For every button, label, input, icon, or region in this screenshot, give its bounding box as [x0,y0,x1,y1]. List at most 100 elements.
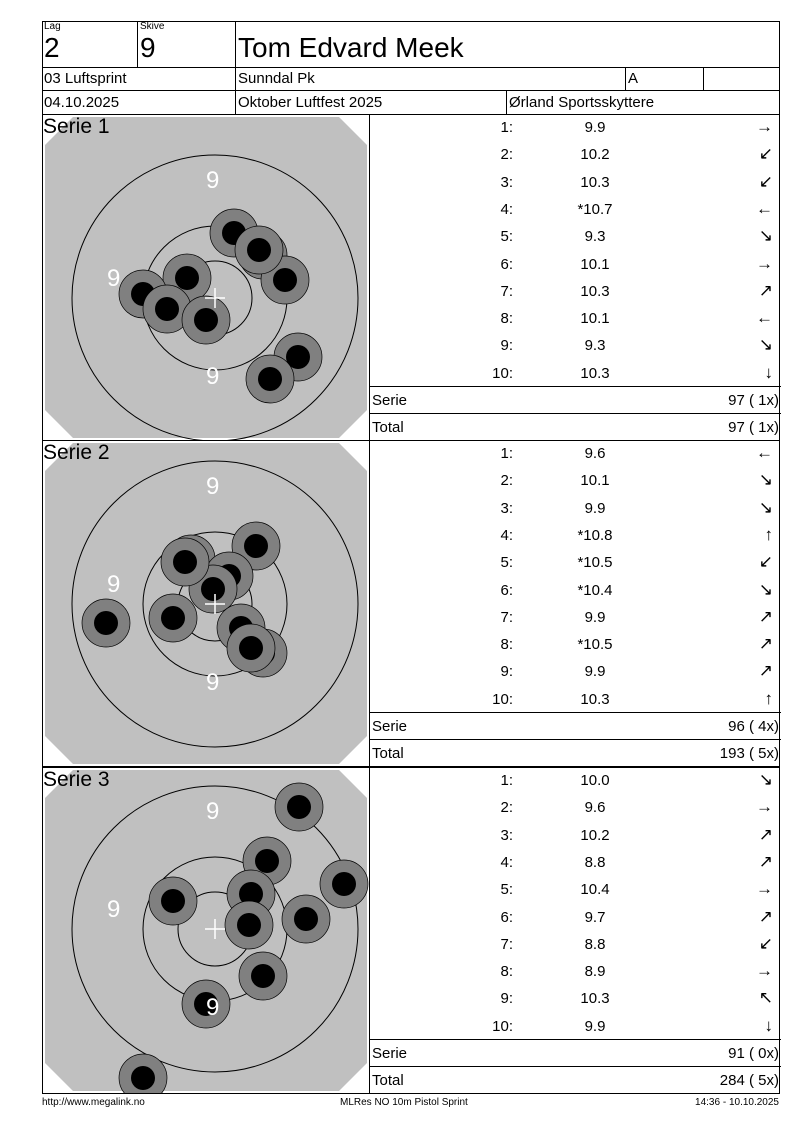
shot-hole [234,225,284,275]
shot-number: 2: [500,799,513,817]
shot-number: 2: [500,472,513,490]
shot-score: 10.1 [580,472,610,490]
shot-score: *10.5 [577,636,613,654]
serie-title: Serie 2 [43,441,110,464]
shot-number: 7: [500,935,513,953]
center-cross [205,919,225,939]
shot-score: 10.3 [580,173,610,191]
ring-label: 9 [206,473,219,500]
shot-number: 3: [500,826,513,844]
shot-list: 1:10.0↘2:9.6→3:10.2↗4:8.8↗5:10.4→6:9.7↗7… [369,768,781,1093]
shot-number: 2: [500,146,513,164]
total-label: Total [372,1072,404,1089]
footer-timestamp: 14:36 - 10.10.2025 [695,1097,779,1108]
ring-label: 9 [206,798,219,825]
target-image: 9 9 9 [45,443,367,764]
shot-row: 2: 9.6 → [370,795,781,822]
shot-number: 5: [500,554,513,572]
total-label: Total [372,419,404,436]
shot-row: 5:10.4→ [370,877,781,904]
direction-arrow-icon: → [756,961,773,981]
direction-arrow-icon: → [756,117,773,136]
total-value: 193 ( 5x) [719,745,779,762]
shot-hole [238,951,288,1001]
shot-number: 1: [500,119,513,136]
shot-number: 6: [500,255,513,273]
direction-arrow-icon: → [756,253,773,273]
shot-hole [148,876,198,926]
footer-url[interactable]: http://www.megalink.no [42,1097,145,1108]
direction-arrow-icon: ↗ [758,824,773,844]
shot-number: 7: [500,608,513,626]
shot-number: 9: [500,990,513,1008]
direction-arrow-icon: ← [756,443,773,462]
shot-hole [142,284,192,334]
shot-row: 1:9.6← [370,441,781,468]
group-value: A [628,70,639,87]
shot-score: 9.9 [584,1017,606,1035]
shot-row: 8:8.9→ [370,959,781,986]
skive-label: Skive [140,21,165,32]
direction-arrow-icon: ↗ [758,661,773,681]
shot-number: 4: [500,853,513,871]
shot-row: 9:9.9↗ [370,659,781,686]
shot-row: 10:9.9↓ [370,1014,781,1041]
shot-row: 6: 10.1 → [370,252,781,279]
shot-score: 9.9 [584,119,606,136]
direction-arrow-icon: → [756,879,773,899]
shot-score: 10.3 [580,990,610,1008]
shot-row: 3:10.3↙ [370,170,781,197]
shot-row: 2:10.2↙ [370,142,781,169]
direction-arrow-icon: ↖ [758,988,773,1008]
shot-row: 3:10.2↗ [370,823,781,850]
shot-score: 8.8 [584,935,606,953]
direction-arrow-icon: ↗ [758,634,773,654]
club-name: Sunndal Pk [238,70,315,87]
direction-arrow-icon: ↑ [764,524,774,544]
shot-hole [281,894,331,944]
shot-row: 8:*10.5↗ [370,632,781,659]
shot-hole [181,295,231,345]
lag-value: 2 [44,32,60,63]
shot-number: 1: [500,772,513,789]
direction-arrow-icon: ↘ [758,579,773,599]
serie-value: 97 ( 1x) [728,392,779,409]
shot-row: 7:8.8↙ [370,932,781,959]
shot-score: 10.3 [580,690,610,708]
center-cross [205,288,225,308]
shot-number: 4: [500,200,513,218]
organizer: Ørland Sportsskyttere [509,94,655,111]
shot-score: 10.1 [580,310,610,328]
direction-arrow-icon: ↘ [758,335,773,355]
shot-number: 6: [500,908,513,926]
shot-number: 6: [500,581,513,599]
direction-arrow-icon: ↘ [758,770,773,789]
shot-score: 10.1 [580,255,610,273]
shot-hole [81,598,131,648]
shot-row: 6: 9.7 ↗ [370,905,781,932]
shot-row: 7:9.9↗ [370,605,781,632]
ring-label: 9 [107,896,120,923]
shot-score: 10.4 [580,881,610,899]
shot-score: *10.7 [577,200,613,218]
direction-arrow-icon: ↗ [758,606,773,626]
shot-score: *10.5 [577,554,613,572]
shot-score: 10.3 [580,282,610,300]
shot-row: 3:9.9↘ [370,496,781,523]
target-image: 9 9 9 [45,770,369,1093]
shot-score: *10.8 [577,526,613,544]
serie-label: Serie [372,718,408,735]
direction-arrow-icon: ↗ [758,906,773,926]
shot-score: *10.4 [577,581,613,599]
shot-score: 9.3 [584,228,606,246]
shot-score: 9.6 [584,799,606,817]
shot-number: 5: [500,228,513,246]
event-name: Oktober Luftfest 2025 [238,94,383,111]
shot-score: 9.7 [584,908,606,926]
direction-arrow-icon: → [756,797,773,817]
shot-hole [148,593,198,643]
